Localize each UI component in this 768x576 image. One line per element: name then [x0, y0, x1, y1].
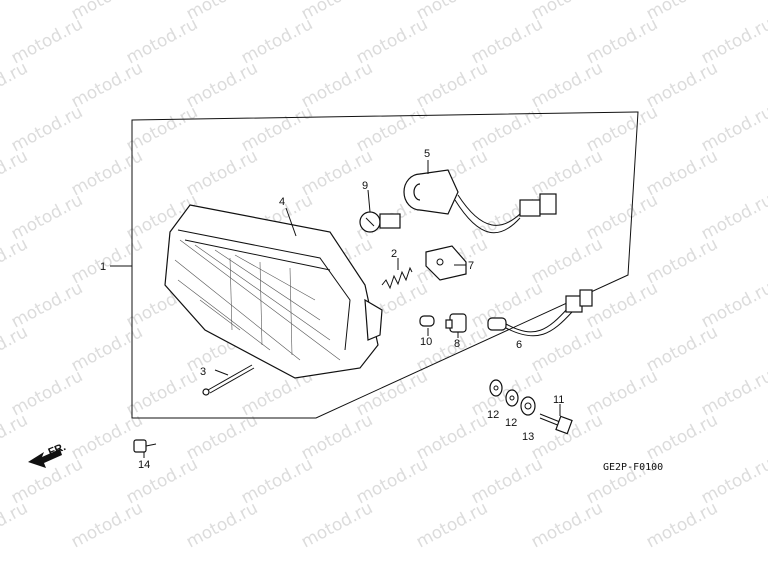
watermark-text: motod.ru — [413, 498, 491, 552]
washer-12b — [505, 389, 519, 407]
spring-2 — [381, 266, 413, 290]
diagram-code: GE2P-F0100 — [603, 462, 663, 473]
watermark-text: motod.ru — [298, 58, 376, 112]
watermark-text: motod.ru — [643, 146, 721, 200]
bracket-7 — [425, 245, 467, 281]
watermark-text: motod.ru — [0, 146, 31, 200]
assembly-frame — [131, 111, 639, 419]
front-label: FR. — [47, 441, 68, 459]
callout-11: 11 — [553, 394, 564, 406]
callout-3: 3 — [200, 366, 206, 378]
watermark-text: motod.ru — [68, 146, 146, 200]
watermark-text: motod.ru — [0, 322, 31, 376]
socket-8 — [445, 313, 467, 333]
watermark-text: motod.ru — [0, 0, 31, 24]
callout-12a: 12 — [487, 409, 499, 421]
callout-4: 4 — [279, 196, 285, 208]
watermark-text: motod.ru — [528, 146, 606, 200]
bulb-9 — [359, 211, 401, 233]
callout-5: 5 — [424, 148, 430, 160]
watermark-text: motod.ru — [413, 58, 491, 112]
watermark-text: motod.ru — [643, 498, 721, 552]
watermark-text: motod.ru — [528, 234, 606, 288]
callout-6: 6 — [516, 339, 522, 351]
callout-8: 8 — [454, 338, 460, 350]
watermark-text: motod.ru — [0, 58, 31, 112]
watermark-text: motod.ru — [643, 234, 721, 288]
watermark-text: motod.ru — [68, 322, 146, 376]
bolt-14 — [133, 439, 157, 453]
callout-14: 14 — [138, 459, 150, 471]
headlight-unit — [164, 204, 383, 379]
callout-13: 13 — [522, 431, 534, 443]
washer-13 — [520, 396, 536, 416]
watermark-text: motod.ru — [0, 234, 31, 288]
watermark-text: motod.ru — [528, 58, 606, 112]
front-arrow-icon — [28, 449, 62, 468]
callout-12b: 12 — [505, 417, 517, 429]
callout-10: 10 — [420, 336, 432, 348]
watermark-text: motod.ru — [183, 498, 261, 552]
watermark-text: motod.ru — [68, 234, 146, 288]
bolt-11 — [539, 413, 573, 435]
watermark-text: motod.ru — [298, 498, 376, 552]
watermark-text: motod.ru — [183, 146, 261, 200]
callout-9: 9 — [362, 180, 368, 192]
leader-lines — [110, 160, 561, 458]
watermark-text: motod.ru — [298, 146, 376, 200]
bulb-10 — [419, 315, 435, 327]
callout-2: 2 — [391, 248, 397, 260]
watermark-text: motod.ru — [643, 410, 721, 464]
screw-3 — [202, 364, 255, 396]
callout-1: 1 — [100, 261, 106, 273]
watermark-text: motod.ru — [0, 410, 31, 464]
watermark-text: motod.ru — [528, 498, 606, 552]
washer-12a — [489, 379, 503, 397]
socket-5 — [403, 169, 557, 234]
watermark-text: motod.ru — [643, 322, 721, 376]
harness-6 — [487, 289, 593, 337]
watermark-text: motod.ru — [0, 498, 31, 552]
watermark-text: motod.ru — [413, 410, 491, 464]
watermark-text: motod.ru — [183, 58, 261, 112]
watermark-text: motod.ru — [68, 58, 146, 112]
watermark-text: motod.ru — [643, 58, 721, 112]
watermark-text: motod.ru — [68, 498, 146, 552]
callout-7: 7 — [468, 260, 474, 272]
